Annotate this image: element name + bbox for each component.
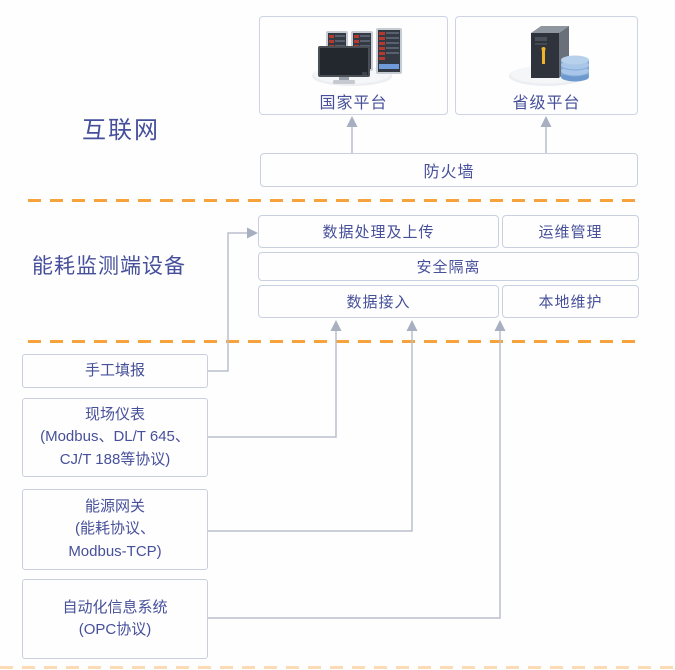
source-label: 手工填报 bbox=[84, 361, 145, 379]
source-label: 自动化信息系统 bbox=[62, 598, 168, 616]
arrowhead-up-dataaccess-3 bbox=[494, 320, 506, 331]
module-local-maintain-box: 本地维护 bbox=[502, 285, 639, 318]
source-protocols-line: (OPC协议) bbox=[78, 621, 152, 638]
national-platform-box: 国家平台 bbox=[259, 16, 448, 115]
source-protocols-line: CJ/T 188等协议) bbox=[59, 450, 171, 468]
module-data-process-box: 数据处理及上传 bbox=[258, 215, 499, 248]
module-data-process-label: 数据处理及上传 bbox=[322, 224, 435, 241]
arrowhead-up-provincial bbox=[540, 116, 552, 127]
connector-gateway-to-dataaccess bbox=[208, 327, 413, 532]
arrowhead-up-dataaccess-1 bbox=[330, 320, 342, 331]
arrowhead-up-national bbox=[346, 116, 358, 127]
module-data-access-box: 数据接入 bbox=[258, 285, 499, 318]
source-protocols-line: Modbus-TCP) bbox=[68, 542, 162, 560]
dashed-separator-top bbox=[28, 199, 642, 202]
arrowhead-up-dataaccess-2 bbox=[406, 320, 418, 331]
source-protocols-line: (Modbus、DL/T 645、 bbox=[40, 428, 190, 446]
connector-manual-to-dataprocess bbox=[208, 232, 249, 372]
firewall-label: 防火墙 bbox=[423, 164, 475, 181]
module-local-maintain-label: 本地维护 bbox=[538, 294, 603, 311]
source-energy-gateway-box: 能源网关 (能耗协议、 Modbus-TCP) bbox=[22, 489, 208, 570]
source-label: 现场仪表 bbox=[84, 405, 145, 423]
connector-field-to-dataaccess bbox=[208, 327, 337, 438]
module-ops-label: 运维管理 bbox=[538, 224, 603, 241]
device-section-label: 能耗监测端设备 bbox=[32, 255, 186, 278]
source-auto-system-box: 自动化信息系统 (OPC协议) bbox=[22, 579, 208, 659]
provincial-platform-box: 省级平台 bbox=[455, 16, 638, 115]
server-rack-monitor-icon bbox=[311, 28, 402, 86]
connector-autosys-to-dataaccess bbox=[208, 327, 501, 619]
server-tower-database-icon bbox=[508, 26, 589, 86]
module-isolation-box: 安全隔离 bbox=[258, 252, 639, 281]
module-data-access-label: 数据接入 bbox=[346, 294, 411, 311]
dashed-separator-bottom bbox=[0, 666, 675, 669]
source-protocols-line: (能耗协议、 bbox=[75, 520, 155, 538]
source-label: 能源网关 bbox=[84, 497, 145, 515]
module-isolation-label: 安全隔离 bbox=[416, 259, 481, 276]
module-ops-box: 运维管理 bbox=[502, 215, 639, 248]
firewall-box: 防火墙 bbox=[260, 153, 638, 187]
platform-label: 省级平台 bbox=[512, 95, 581, 112]
arrowhead-right-dataprocess bbox=[247, 227, 258, 239]
source-field-instrument-box: 现场仪表 (Modbus、DL/T 645、 CJ/T 188等协议) bbox=[22, 398, 208, 477]
platform-label: 国家平台 bbox=[319, 95, 388, 112]
internet-section-label: 互联网 bbox=[82, 117, 160, 144]
dashed-separator-middle bbox=[28, 340, 642, 343]
source-manual-report-box: 手工填报 bbox=[22, 354, 208, 388]
